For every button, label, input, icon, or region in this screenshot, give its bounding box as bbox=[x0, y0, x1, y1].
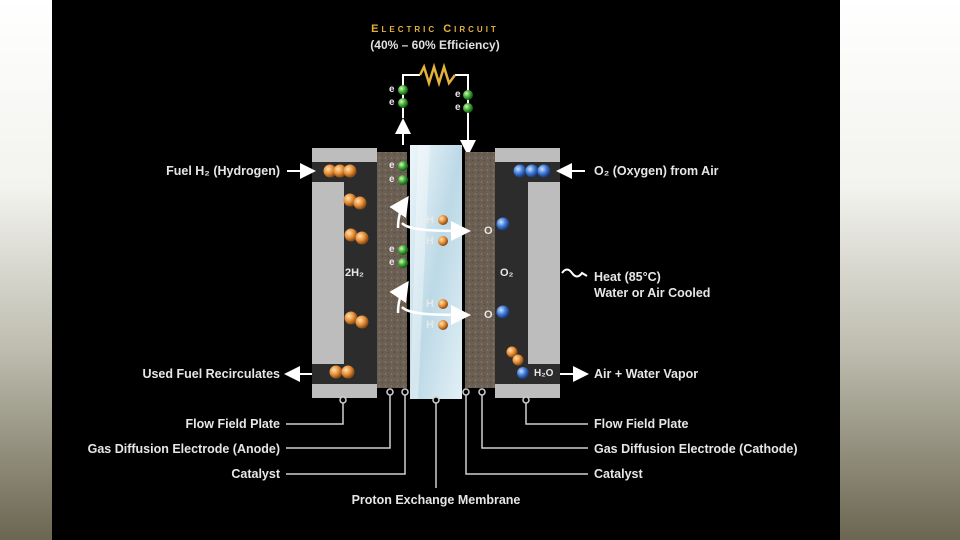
label-used-fuel: Used Fuel Recirculates bbox=[142, 367, 280, 381]
label-flow-plate-left: Flow Field Plate bbox=[185, 417, 280, 431]
label-heat: Heat (85°C) bbox=[594, 270, 661, 284]
label-oxygen-in: O₂ (Oxygen) from Air bbox=[594, 164, 719, 178]
hydrogen-atom bbox=[329, 365, 343, 379]
proton-flow-arrows bbox=[389, 195, 471, 325]
label-flow-plate-right: Flow Field Plate bbox=[594, 417, 689, 431]
electron-icon bbox=[463, 90, 473, 100]
electron-label: e bbox=[389, 97, 395, 108]
proton-icon bbox=[438, 320, 448, 330]
electron-icon bbox=[463, 103, 473, 113]
hydrogen-atom bbox=[341, 365, 355, 379]
hydrogen-atom bbox=[333, 164, 347, 178]
proton-icon bbox=[438, 215, 448, 225]
label-fuel-in: Fuel H₂ (Hydrogen) bbox=[166, 164, 280, 178]
label-h2o: H₂O bbox=[534, 368, 554, 379]
label-catalyst-right: Catalyst bbox=[594, 467, 643, 481]
diagram-title: Electric Circuit bbox=[371, 23, 499, 35]
label-catalyst-left: Catalyst bbox=[231, 467, 280, 481]
protons bbox=[438, 215, 448, 330]
label-gde-cathode: Gas Diffusion Electrode (Cathode) bbox=[594, 442, 798, 456]
electron-label: e bbox=[389, 257, 395, 268]
electron-icon bbox=[398, 245, 408, 255]
label-2h2: 2H₂ bbox=[345, 267, 364, 279]
oxygen-atom bbox=[513, 164, 527, 178]
oxygen-atom bbox=[496, 217, 510, 231]
proton-label: H bbox=[426, 214, 434, 226]
proton-icon bbox=[438, 299, 448, 309]
electron-label: e bbox=[389, 244, 395, 255]
oxygen-label: O bbox=[484, 309, 493, 321]
water-hydrogen-atom bbox=[512, 354, 524, 366]
oxygen-atom bbox=[517, 367, 529, 379]
leader-dots bbox=[339, 388, 530, 404]
hydrogen-molecules bbox=[323, 164, 369, 379]
oxygen-label: O bbox=[484, 225, 493, 237]
electron-label: e bbox=[455, 89, 461, 100]
electron-label: e bbox=[389, 160, 395, 171]
label-membrane: Proton Exchange Membrane bbox=[351, 493, 521, 507]
label-air-out: Air + Water Vapor bbox=[594, 367, 699, 381]
leader-lines bbox=[286, 392, 588, 488]
oxygen-atom bbox=[496, 305, 510, 319]
electron-label: e bbox=[455, 102, 461, 113]
cathode-electrode bbox=[465, 152, 495, 388]
heat-wave-icon bbox=[561, 268, 588, 278]
hydrogen-atom bbox=[353, 196, 367, 210]
hydrogen-atom bbox=[355, 315, 369, 329]
right-backdrop bbox=[840, 0, 960, 540]
hydrogen-atom bbox=[343, 164, 357, 178]
left-backdrop bbox=[0, 0, 52, 540]
oxygen-atom bbox=[525, 164, 539, 178]
proton-exchange-membrane bbox=[410, 145, 462, 399]
label-gde-anode: Gas Diffusion Electrode (Anode) bbox=[87, 442, 280, 456]
cathode-gas-channel bbox=[495, 166, 528, 364]
diagram-subtitle: (40% – 60% Efficiency) bbox=[370, 38, 500, 52]
electron-icon bbox=[398, 98, 408, 108]
proton-label: H bbox=[426, 235, 434, 247]
label-o2: O₂ bbox=[500, 267, 514, 279]
hydrogen-atom bbox=[343, 193, 357, 207]
label-cooling: Water or Air Cooled bbox=[594, 286, 711, 300]
hydrogen-atom bbox=[323, 164, 337, 178]
electron-label: e bbox=[389, 174, 395, 185]
proton-label: H bbox=[426, 298, 434, 310]
hydrogen-atom bbox=[355, 231, 369, 245]
electron-icon bbox=[398, 258, 408, 268]
oxygen-molecules bbox=[496, 164, 551, 379]
membrane-sheen bbox=[410, 145, 430, 399]
electron-label: e bbox=[389, 84, 395, 95]
water-hydrogen-atom bbox=[506, 346, 518, 358]
hydrogen-atom bbox=[344, 228, 358, 242]
anode-electrode bbox=[377, 152, 407, 388]
hydrogen-atom bbox=[344, 311, 358, 325]
resistor-icon bbox=[418, 62, 456, 88]
electron-icon bbox=[398, 85, 408, 95]
proton-icon bbox=[438, 236, 448, 246]
electron-icon bbox=[398, 161, 408, 171]
proton-label: H bbox=[426, 319, 434, 331]
electrons bbox=[398, 85, 473, 268]
electron-icon bbox=[398, 175, 408, 185]
oxygen-atom bbox=[537, 164, 551, 178]
